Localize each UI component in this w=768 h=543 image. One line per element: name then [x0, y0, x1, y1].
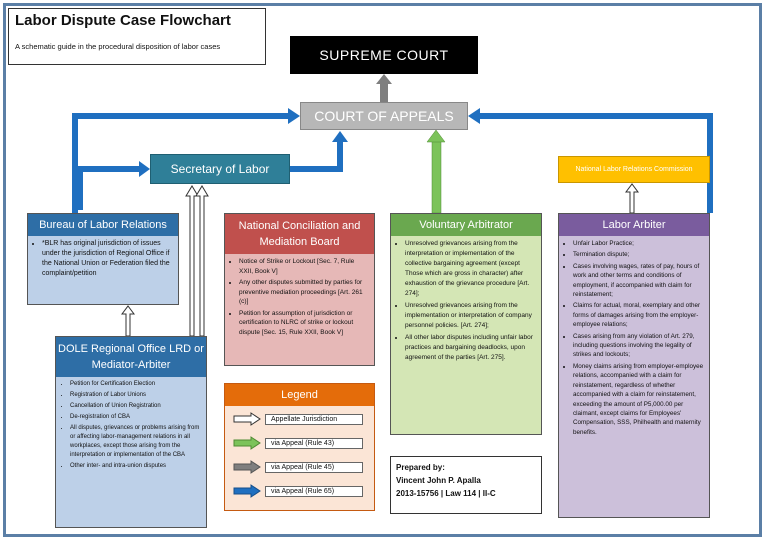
white-arrow-icon [233, 412, 261, 426]
dole-title: DOLE Regional Office LRD or Mediator-Arb… [56, 337, 206, 377]
list-item: Cases arising from any violation of Art.… [573, 332, 705, 360]
la-items: Unfair Labor Practice; Termination disput… [563, 239, 705, 437]
dole-items: Petition for Certification ElectionRegis… [60, 380, 202, 471]
prepared-label: Prepared by: [396, 463, 445, 472]
va-title: Voluntary Arbitrator [391, 214, 541, 236]
list-item: All disputes, grievances or problems ari… [70, 424, 202, 460]
list-item: De-registration of CBA [70, 413, 202, 422]
blue-arrow-icon [233, 484, 261, 498]
va-panel: Voluntary Arbitrator Unresolved grievanc… [390, 213, 542, 435]
gray-arrow-icon [233, 460, 261, 474]
ncmb-panel: National Conciliation and Mediation Boar… [224, 213, 375, 366]
blr-panel: Bureau of Labor Relations *BLR has origi… [27, 213, 179, 305]
list-item: Cancellation of Union Registration [70, 402, 202, 411]
list-item: Cases involving wages, rates of pay, hou… [573, 262, 705, 300]
list-item: Unfair Labor Practice; [573, 239, 705, 248]
list-item: Petition for assumption of jurisdiction … [239, 309, 370, 338]
legend-label: Appellate Jurisdiction [265, 413, 363, 425]
list-item: Termination dispute; [573, 250, 705, 259]
author-name: Vincent John P. Apalla [396, 476, 481, 485]
green-arrow-icon [233, 436, 261, 450]
list-item: All other labor disputes including unfai… [405, 333, 537, 363]
legend-label: via Appeal (Rule 45) [265, 461, 363, 473]
list-item: Money claims arising from employer-emplo… [573, 362, 705, 437]
list-item: Other inter- and intra-union disputes [70, 462, 202, 471]
list-item: Claims for actual, moral, exemplary and … [573, 301, 705, 329]
blr-title: Bureau of Labor Relations [28, 214, 178, 236]
dole-panel: DOLE Regional Office LRD or Mediator-Arb… [55, 336, 207, 528]
list-item: Registration of Labor Unions [70, 391, 202, 400]
list-item: Unresolved grievances arising from the i… [405, 301, 537, 331]
list-item: *BLR has original jurisdiction of issues… [42, 239, 174, 279]
legend-row-rule65: via Appeal (Rule 65) [233, 484, 363, 498]
legend-row-appellate: Appellate Jurisdiction [233, 412, 363, 426]
legend-row-rule45: via Appeal (Rule 45) [233, 460, 363, 474]
ncmb-title: National Conciliation and Mediation Boar… [225, 214, 374, 254]
prepared-by-box: Prepared by: Vincent John P. Apalla 2013… [390, 456, 542, 514]
secretary-of-labor-node: Secretary of Labor [150, 154, 290, 184]
legend-label: via Appeal (Rule 65) [265, 485, 363, 497]
la-panel: Labor Arbiter Unfair Labor Practice; Term… [558, 213, 710, 518]
legend-label: via Appeal (Rule 43) [265, 437, 363, 449]
author-details: 2013-15756 | Law 114 | II-C [396, 489, 496, 498]
nlrc-node: National Labor Relations Commission [558, 156, 710, 183]
ncmb-items: Notice of Strike or Lockout [Sec. 7, Rul… [229, 257, 370, 337]
list-item: Any other disputes submitted by parties … [239, 278, 370, 307]
legend-row-rule43: via Appeal (Rule 43) [233, 436, 363, 450]
title-box: Labor Dispute Case Flowchart A schematic… [8, 8, 266, 65]
page-title: Labor Dispute Case Flowchart [15, 12, 231, 29]
list-item: Unresolved grievances arising from the i… [405, 239, 537, 299]
list-item: Petition for Certification Election [70, 380, 202, 389]
legend-panel: Legend Appellate Jurisdiction via Appeal… [224, 383, 375, 511]
supreme-court-node: SUPREME COURT [290, 36, 478, 74]
legend-title: Legend [225, 384, 374, 406]
va-items: Unresolved grievances arising from the i… [395, 239, 537, 363]
la-title: Labor Arbiter [559, 214, 709, 236]
blr-items: *BLR has original jurisdiction of issues… [32, 239, 174, 279]
page-subtitle: A schematic guide in the procedural disp… [15, 42, 221, 51]
court-of-appeals-node: COURT OF APPEALS [300, 102, 468, 130]
list-item: Notice of Strike or Lockout [Sec. 7, Rul… [239, 257, 370, 276]
